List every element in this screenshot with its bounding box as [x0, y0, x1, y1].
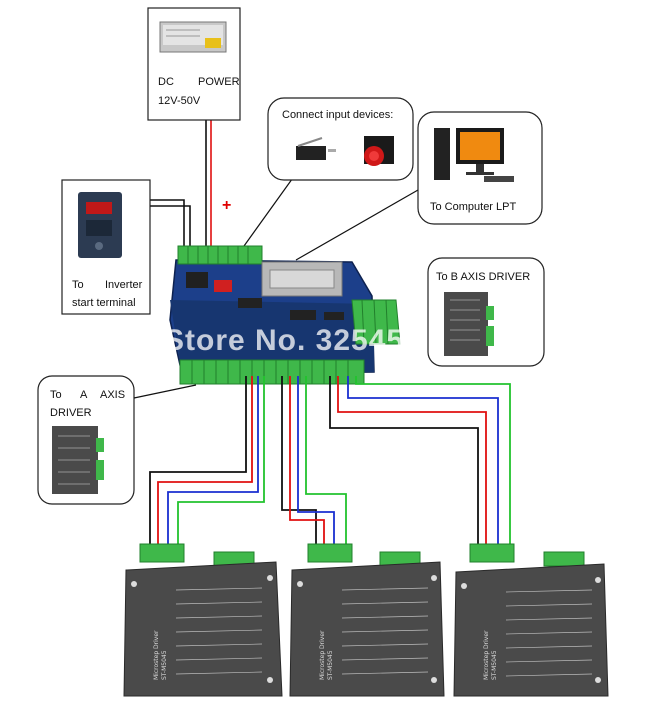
limit-switch-icon [296, 137, 336, 160]
power-label-voltage: 12V-50V [158, 95, 201, 107]
plus-mark: + [222, 197, 231, 214]
mini-driver-icon [444, 292, 494, 356]
inverter-icon [78, 192, 122, 258]
driver-2-label-line1: Microstep Driver [319, 630, 326, 680]
right-terminal-block [351, 299, 401, 345]
driver-1-label-line1: Microstep Driver [153, 630, 160, 680]
driver-1-label-line2: ST-M5045 [161, 650, 168, 680]
a-axis-callout: To A AXIS DRIVER [37, 375, 197, 505]
emergency-stop-icon [364, 136, 394, 166]
inverter-label-inverter: Inverter [105, 279, 143, 291]
stepper-driver-2: Microstep Driver ST-M5045 [289, 543, 445, 697]
controller-board: + [169, 197, 401, 385]
stepper-driver-1: Microstep Driver ST-M5045 [123, 543, 283, 697]
a-axis-label-a: A [80, 389, 88, 401]
bottom-terminal-block [179, 359, 365, 385]
driver-2-label-line2: ST-M5045 [327, 650, 334, 680]
computer-icon [434, 128, 514, 182]
a-axis-label-driver: DRIVER [50, 407, 92, 419]
mini-driver-icon [52, 426, 104, 494]
driver-3-label-line1: Microstep Driver [483, 630, 490, 680]
driver-wires [149, 376, 511, 552]
a-axis-label-axis: AXIS [100, 389, 125, 401]
driver-3-label-line2: ST-M5045 [491, 650, 498, 680]
inputs-title: Connect input devices: [282, 109, 393, 121]
watermark-text: Store No. 325452 [164, 324, 422, 357]
db25-connector [261, 261, 343, 297]
computer-callout: To Computer LPT [417, 111, 543, 225]
power-supply-icon [159, 21, 227, 53]
b-axis-callout: To B AXIS DRIVER [427, 257, 545, 367]
inverter-callout: To Inverter start terminal [61, 179, 151, 315]
top-wires [150, 120, 419, 261]
power-label-dc: DC [158, 76, 174, 88]
power-callout: DC POWER 12V-50V [147, 7, 241, 121]
stepper-driver-3: Microstep Driver ST-M5045 [453, 543, 609, 697]
a-axis-label-to: To [50, 389, 62, 401]
b-axis-label: To B AXIS DRIVER [436, 271, 530, 283]
inverter-label-terminal: start terminal [72, 297, 136, 309]
inverter-label-to: To [72, 279, 84, 291]
top-terminal-block [177, 245, 263, 265]
inputs-callout: Connect input devices: [267, 97, 414, 181]
computer-label: To Computer LPT [430, 201, 516, 213]
power-label-power: POWER [198, 76, 240, 88]
